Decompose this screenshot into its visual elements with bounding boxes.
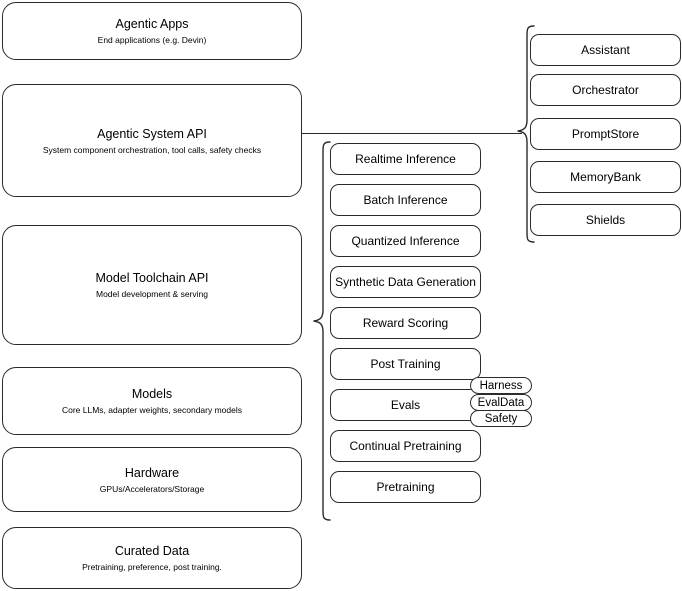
evals-pill-label: Safety [484,412,518,425]
layer-title: Model Toolchain API [95,271,209,285]
toolchain-item-reward-scoring[interactable]: Reward Scoring [330,307,481,339]
layer-title: Agentic System API [97,126,207,141]
brace-agentic-system [517,25,535,243]
brace-model-toolchain [313,141,331,521]
toolchain-item-label: Synthetic Data Generation [335,275,476,289]
layer-box-curated-data[interactable]: Curated Data Pretraining, preference, po… [2,527,302,589]
toolchain-item-realtime-inference[interactable]: Realtime Inference [330,143,481,175]
toolchain-item-continual-pretraining[interactable]: Continual Pretraining [330,430,481,462]
layer-box-agentic-apps[interactable]: Agentic Apps End applications (e.g. Devi… [2,2,302,60]
system-item-assistant[interactable]: Assistant [530,34,681,66]
system-item-label: PromptStore [571,127,640,141]
layer-subtitle: Model development & serving [96,289,208,299]
evals-pill-safety[interactable]: Safety [470,410,532,427]
toolchain-item-batch-inference[interactable]: Batch Inference [330,184,481,216]
toolchain-item-synthetic-data-generation[interactable]: Synthetic Data Generation [330,266,481,298]
system-item-label: MemoryBank [570,170,641,184]
layer-title: Curated Data [114,544,190,558]
layer-subtitle: Core LLMs, adapter weights, secondary mo… [61,405,242,415]
system-item-label: Orchestrator [572,83,639,97]
connector-system-api-to-components [302,133,522,135]
layer-title: Agentic Apps [115,17,189,31]
toolchain-item-label: Post Training [370,357,441,371]
evals-pill-label: Harness [479,379,523,392]
evals-pill-evaldata[interactable]: EvalData [470,394,532,411]
system-item-shields[interactable]: Shields [530,204,681,236]
toolchain-item-label: Pretraining [376,480,435,494]
toolchain-item-label: Continual Pretraining [349,439,462,453]
toolchain-item-pretraining[interactable]: Pretraining [330,471,481,503]
layer-box-model-toolchain-api[interactable]: Model Toolchain API Model development & … [2,225,302,345]
evals-pill-harness[interactable]: Harness [470,377,532,394]
system-item-label: Assistant [581,43,630,57]
layer-box-hardware[interactable]: Hardware GPUs/Accelerators/Storage [2,447,302,512]
toolchain-item-label: Realtime Inference [355,152,456,166]
system-item-memorybank[interactable]: MemoryBank [530,161,681,193]
system-item-orchestrator[interactable]: Orchestrator [530,74,681,106]
toolchain-item-label: Batch Inference [363,193,448,207]
evals-pill-label: EvalData [477,396,525,409]
toolchain-item-post-training[interactable]: Post Training [330,348,481,380]
toolchain-item-label: Reward Scoring [362,316,449,330]
system-item-promptstore[interactable]: PromptStore [530,118,681,150]
toolchain-item-label: Quantized Inference [351,234,460,248]
layer-title: Hardware [124,465,180,480]
toolchain-item-quantized-inference[interactable]: Quantized Inference [330,225,481,257]
layer-subtitle: GPUs/Accelerators/Storage [99,483,205,494]
layer-box-agentic-system-api[interactable]: Agentic System API System component orch… [2,84,302,197]
layer-subtitle: End applications (e.g. Devin) [97,35,207,45]
layer-box-models[interactable]: Models Core LLMs, adapter weights, secon… [2,367,302,435]
layer-title: Models [131,387,173,401]
layer-subtitle: System component orchestration, tool cal… [42,144,262,155]
layer-subtitle: Pretraining, preference, post training. [82,562,222,572]
toolchain-item-evals[interactable]: Evals [330,389,481,421]
system-item-label: Shields [585,213,626,227]
toolchain-item-label: Evals [390,398,421,412]
